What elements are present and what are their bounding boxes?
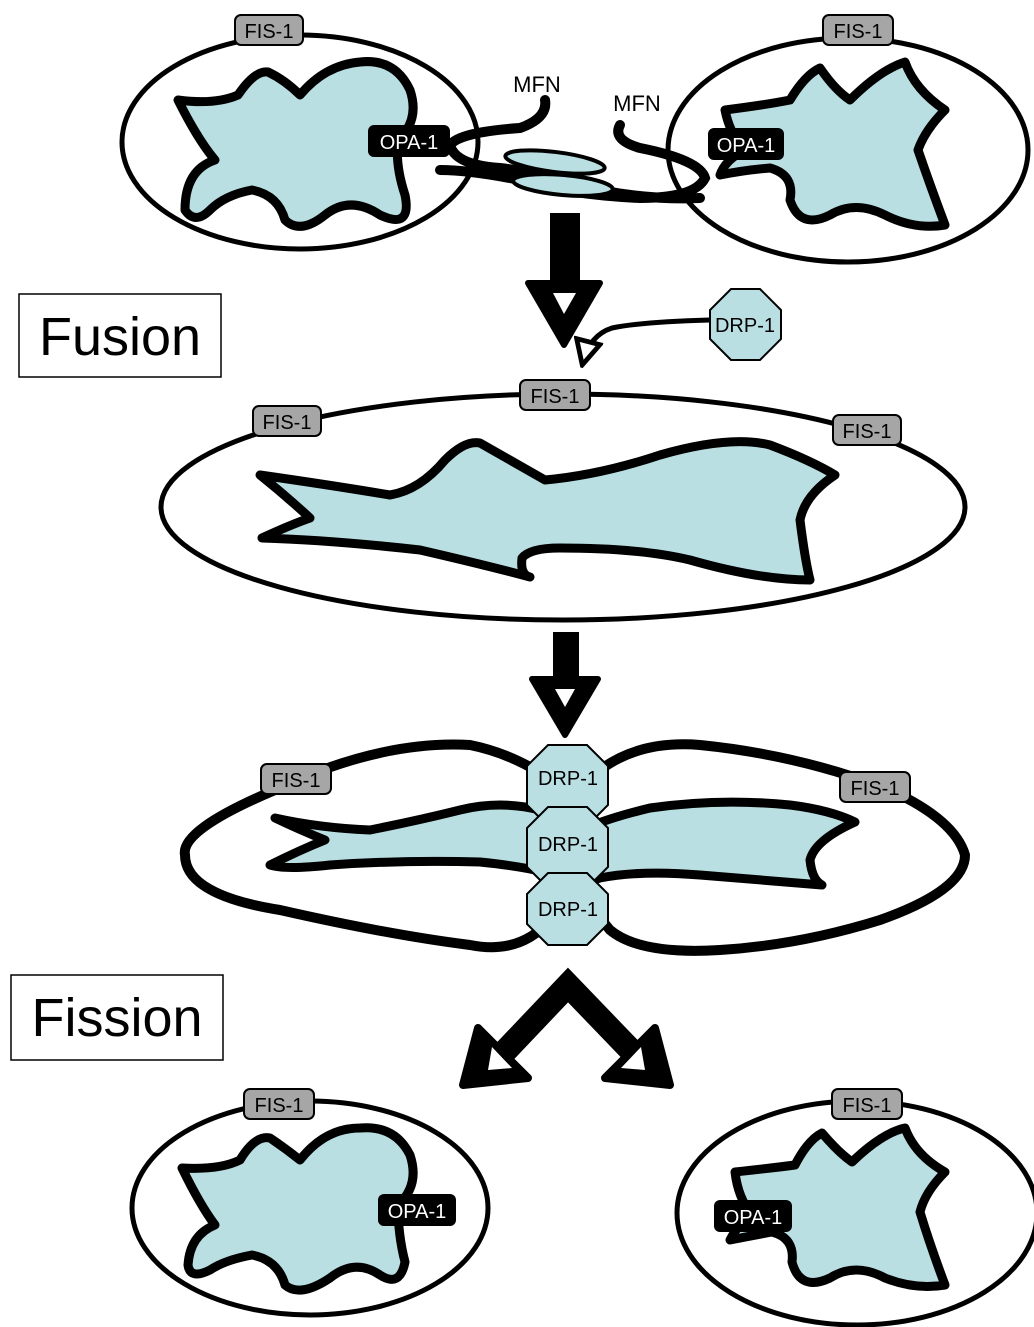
svg-text:FIS-1: FIS-1	[263, 412, 312, 434]
fis1-badge-fused-right: FIS-1	[833, 415, 901, 445]
svg-text:FIS-1: FIS-1	[272, 770, 321, 792]
drp1-free: DRP-1	[710, 289, 781, 360]
mfn-tethers: MFN MFN	[440, 72, 705, 199]
opa1-badge-daughter-right: OPA-1	[714, 1200, 792, 1232]
fusion-arrow	[528, 213, 600, 345]
svg-text:OPA-1: OPA-1	[724, 1207, 783, 1229]
fis1-badge-top-left: FIS-1	[235, 15, 303, 45]
fission-arrow	[463, 985, 670, 1085]
fusion-label: Fusion	[19, 294, 221, 377]
opa1-badge-top-right: OPA-1	[708, 128, 784, 160]
svg-text:Fusion: Fusion	[39, 307, 201, 367]
svg-text:OPA-1: OPA-1	[717, 135, 776, 157]
mfn-label-left: MFN	[513, 72, 561, 97]
svg-text:DRP-1: DRP-1	[538, 834, 598, 856]
svg-text:DRP-1: DRP-1	[715, 315, 775, 337]
fis1-badge-top-right: FIS-1	[823, 15, 893, 45]
fis1-badge-fused-top: FIS-1	[520, 380, 590, 410]
fis1-badge-daughter-left: FIS-1	[244, 1089, 314, 1119]
mfn-disc-lower	[512, 171, 613, 200]
svg-text:OPA-1: OPA-1	[380, 132, 439, 154]
fis1-badge-constricting-left: FIS-1	[261, 764, 331, 794]
svg-text:FIS-1: FIS-1	[851, 778, 900, 800]
svg-text:FIS-1: FIS-1	[834, 21, 883, 43]
fis1-badge-constricting-right: FIS-1	[840, 772, 910, 802]
svg-text:FIS-1: FIS-1	[531, 386, 580, 408]
svg-text:FIS-1: FIS-1	[245, 21, 294, 43]
svg-text:Fission: Fission	[31, 988, 202, 1048]
svg-text:FIS-1: FIS-1	[255, 1095, 304, 1117]
constriction-arrow	[532, 632, 598, 735]
svg-text:FIS-1: FIS-1	[843, 1095, 892, 1117]
mfn-label-right: MFN	[613, 91, 661, 116]
svg-text:DRP-1: DRP-1	[538, 899, 598, 921]
opa1-badge-daughter-left: OPA-1	[378, 1194, 456, 1226]
fis1-badge-fused-left: FIS-1	[253, 406, 321, 436]
drp1-recruitment-arrow	[583, 320, 710, 362]
fission-label: Fission	[11, 975, 223, 1060]
svg-text:FIS-1: FIS-1	[843, 421, 892, 443]
svg-text:OPA-1: OPA-1	[388, 1201, 447, 1223]
drp1-oligomer-bottom: DRP-1	[527, 873, 608, 945]
svg-text:DRP-1: DRP-1	[538, 768, 598, 790]
opa1-badge-top-left: OPA-1	[368, 125, 450, 157]
fis1-badge-daughter-right: FIS-1	[832, 1089, 902, 1119]
